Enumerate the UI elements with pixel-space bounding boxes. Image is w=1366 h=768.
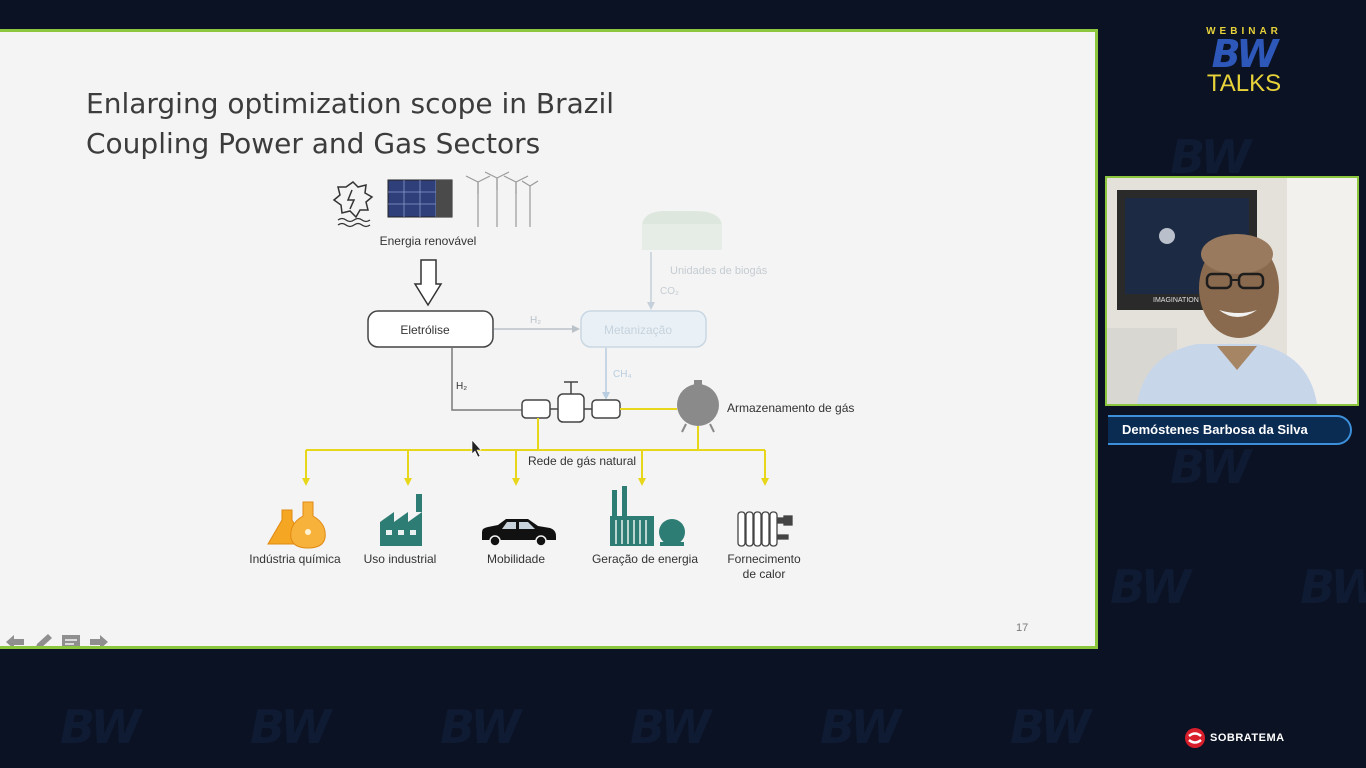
faded-arrow-icon [572, 325, 580, 333]
co2-label: CO₂ [660, 286, 679, 297]
background-logo-mark: BW [60, 700, 141, 754]
car-icon [482, 519, 556, 547]
biogas-units-icon [642, 211, 722, 250]
logo-talks-text: TALKS [1206, 70, 1282, 97]
power-plant-icon [610, 486, 685, 546]
speaker-figure [1137, 234, 1317, 404]
poster-text: IMAGINATION [1153, 297, 1199, 304]
previous-arrow-icon[interactable] [4, 632, 26, 646]
h2-label: H₂ [456, 381, 467, 392]
slide-page-number: 17 [1016, 622, 1029, 634]
logo-bw-text: BW [1211, 32, 1279, 76]
speaker-webcam: IMAGINATION [1105, 176, 1359, 406]
chemical-flask-icon [267, 501, 326, 549]
faded-down-arrow-icon [647, 302, 655, 310]
sponsor-name: SOBRATEMA [1210, 732, 1285, 744]
wind-turbine-icon [465, 171, 539, 227]
slide-title-line-1: Enlarging optimization scope in Brazil [86, 87, 615, 120]
slide-title: Enlarging optimization scope in Brazil C… [86, 84, 614, 164]
gas-storage-icon [677, 380, 719, 433]
hydro-energy-icon [332, 181, 374, 228]
solar-panel-icon [387, 179, 453, 218]
pen-icon[interactable] [32, 632, 54, 646]
consumer-label-industrial: Uso industrial [364, 552, 437, 566]
background-logo-mark: BW [1300, 560, 1366, 614]
speaker-name-bar: Demóstenes Barbosa da Silva [1108, 415, 1352, 445]
background-logo-mark: BW [440, 700, 521, 754]
power-to-gas-diagram: Energia renovável Eletrólise H₂ Metaniza… [249, 171, 854, 581]
background-logo-mark: BW [250, 700, 331, 754]
background-logo-mark: BW [630, 700, 711, 754]
gas-storage-label: Armazenamento de gás [727, 401, 854, 415]
pipe-valve-icon [521, 381, 621, 423]
biogas-units-label: Unidades de biogás [670, 265, 768, 277]
background-logo-mark: BW [1110, 560, 1191, 614]
factory-icon [380, 494, 422, 546]
ch4-arrow-icon [602, 392, 610, 400]
next-arrow-icon[interactable] [88, 632, 110, 646]
renewable-energy-label: Energia renovável [380, 234, 477, 248]
presentation-slide: Enlarging optimization scope in Brazil C… [0, 29, 1098, 649]
sobratema-logo-icon [1185, 728, 1205, 748]
notes-icon[interactable] [60, 632, 82, 646]
speaker-name: Demóstenes Barbosa da Silva [1122, 422, 1308, 437]
h2-faded-label: H₂ [530, 315, 541, 326]
electrolysis-box [367, 310, 494, 348]
consumer-label-power: Geração de energia [592, 552, 698, 566]
gas-network-lines [305, 418, 766, 478]
bw-talks-logo: WEBINAR BW TALKS [1186, 26, 1302, 122]
speaker-video-frame: IMAGINATION [1107, 178, 1357, 404]
sponsor-logo: SOBRATEMA [1184, 727, 1285, 749]
background-logo-mark: BW [820, 700, 901, 754]
slideshow-controls [4, 632, 110, 646]
consumer-label-chemical: Indústria química [249, 552, 341, 566]
consumer-label-mobility: Mobilidade [487, 552, 545, 566]
radiator-icon [737, 511, 793, 547]
slide-title-line-2: Coupling Power and Gas Sectors [86, 127, 541, 160]
consumer-label-heat-line1: Fornecimento [727, 552, 801, 566]
gas-grid-label: Rede de gás natural [528, 454, 636, 468]
background-logo-mark: BW [1010, 700, 1091, 754]
logo-webinar-text: WEBINAR [1206, 26, 1282, 37]
gas-network-arrowheads [302, 478, 769, 486]
methanation-label: Metanização [604, 323, 672, 337]
ch4-label: CH₄ [613, 369, 632, 380]
down-arrow-icon [413, 259, 443, 307]
background-logo-mark: BW [1170, 440, 1251, 494]
consumer-label-heat-line2: de calor [743, 567, 786, 581]
electrolysis-label: Eletrólise [400, 323, 450, 337]
methanation-box [580, 310, 707, 348]
mouse-cursor-icon [471, 439, 482, 458]
